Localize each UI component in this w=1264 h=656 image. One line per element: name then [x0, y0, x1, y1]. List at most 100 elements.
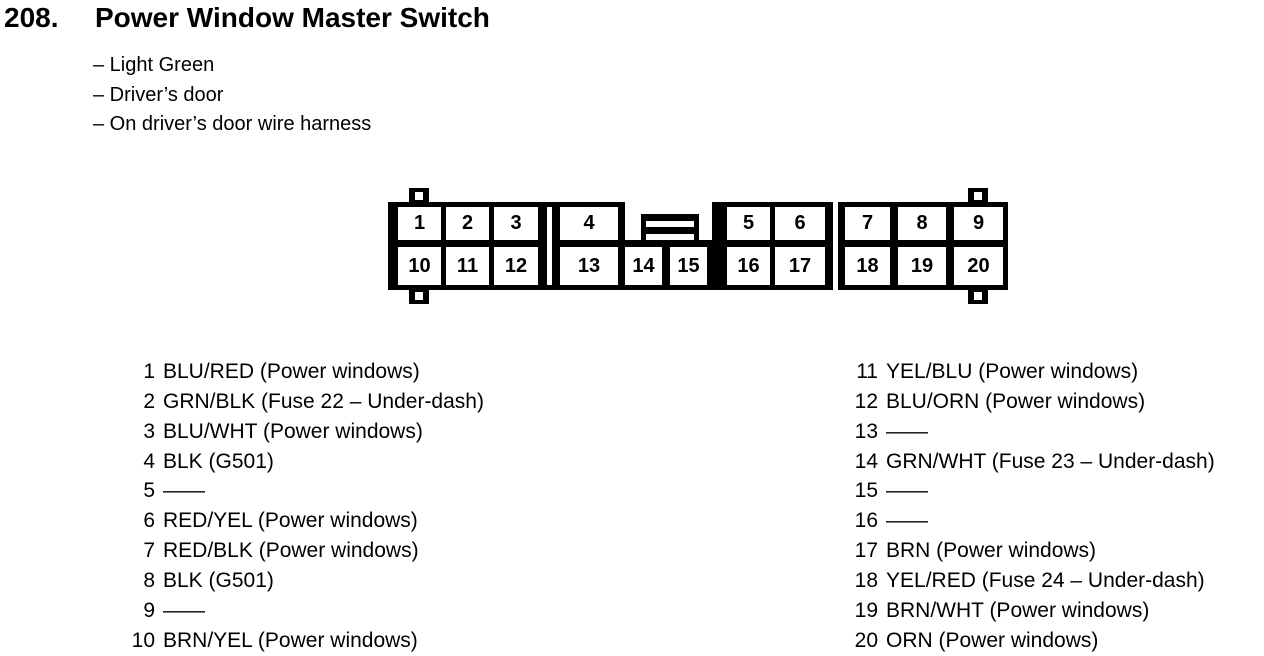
pin-number: 6 — [143, 509, 155, 533]
pin-number: 1 — [143, 360, 155, 383]
pin-label: —— — [163, 479, 205, 503]
pin-label: BLK (G501) — [163, 568, 274, 592]
pin-number: 5 — [143, 479, 155, 503]
pin-number: 7 — [143, 539, 155, 563]
pin-cavity-11: 11 — [446, 247, 489, 285]
pin-label: BLK (G501) — [163, 449, 274, 473]
pin-row: 20 ORN (Power windows) — [852, 626, 1215, 656]
pin-row: 12 BLU/ORN (Power windows) — [852, 387, 1215, 417]
pin-row: 13 —— — [852, 417, 1215, 447]
pin-row: 15 —— — [852, 476, 1215, 506]
latch-slot — [646, 221, 694, 227]
pin-row: 19 BRN/WHT (Power windows) — [852, 596, 1215, 626]
note-item: – Light Green — [93, 54, 215, 76]
pin-label: YEL/RED (Fuse 24 – Under-dash) — [886, 568, 1205, 592]
pin-number: 13 — [854, 419, 878, 443]
pin-row: 17 BRN (Power windows) — [852, 536, 1215, 566]
pin-row: 7 RED/BLK (Power windows) — [129, 536, 484, 566]
pin-label: ORN (Power windows) — [886, 628, 1099, 652]
title-text: Power Window Master Switch — [95, 2, 490, 33]
pin-row: 8 BLK (G501) — [129, 566, 484, 596]
note-item: – On driver’s door wire harness — [93, 113, 372, 135]
pin-cavity-17: 17 — [775, 247, 825, 285]
pin-cavity-7: 7 — [845, 207, 890, 240]
pin-cavity-8: 8 — [898, 207, 946, 240]
pin-number: 16 — [854, 509, 878, 533]
pin-label: RED/YEL (Power windows) — [163, 509, 418, 533]
pin-row: 9 —— — [129, 596, 484, 626]
pin-label: GRN/BLK (Fuse 22 – Under-dash) — [163, 389, 484, 413]
pin-label: BRN/YEL (Power windows) — [163, 628, 418, 652]
mounting-tab-bottom-right — [968, 289, 988, 304]
pin-cavity-15: 15 — [670, 247, 707, 285]
pin-number: 15 — [854, 479, 878, 503]
tab-hole — [974, 292, 982, 300]
pin-row: 3 BLU/WHT (Power windows) — [129, 417, 484, 447]
pin-cavity-4: 4 — [560, 207, 618, 240]
pin-number: 8 — [143, 568, 155, 592]
pin-number: 3 — [143, 419, 155, 443]
latch-slot — [646, 234, 694, 240]
pin-row: 10 BRN/YEL (Power windows) — [129, 626, 484, 656]
pin-cavity-9: 9 — [954, 207, 1003, 240]
tab-hole — [415, 192, 423, 200]
mounting-tab-bottom-left — [409, 289, 429, 304]
pin-label: BLU/WHT (Power windows) — [163, 419, 423, 443]
pin-number: 20 — [854, 628, 878, 652]
pin-cavity-10: 10 — [398, 247, 441, 285]
pin-row: 2 GRN/BLK (Fuse 22 – Under-dash) — [129, 387, 484, 417]
connector-diagram: 1 2 3 4 5 6 7 8 9 10 11 12 13 14 15 16 1… — [388, 188, 1008, 304]
pin-label: —— — [886, 509, 928, 533]
pin-cavity-12: 12 — [494, 247, 538, 285]
pin-cavity-20: 20 — [954, 247, 1003, 285]
pin-cavity-2: 2 — [446, 207, 489, 240]
pin-label: GRN/WHT (Fuse 23 – Under-dash) — [886, 449, 1215, 473]
pin-cavity-6: 6 — [775, 207, 825, 240]
note-item: – Driver’s door — [93, 83, 224, 106]
pin-label: BRN (Power windows) — [886, 539, 1097, 563]
pin-number: 10 — [131, 628, 155, 652]
connector-latch — [641, 214, 699, 247]
pin-row: 1 BLU/RED (Power windows) — [129, 357, 484, 387]
pin-number: 19 — [854, 598, 878, 622]
notes-list: – Light Green – Driver’s door – On drive… — [93, 51, 371, 140]
tab-hole — [974, 192, 982, 200]
pin-list-left: 1 BLU/RED (Power windows) 2 GRN/BLK (Fuse … — [129, 357, 484, 655]
pin-cavity-1: 1 — [398, 207, 441, 240]
divider-gap-left — [547, 207, 552, 285]
pin-label: BRN/WHT (Power windows) — [886, 598, 1150, 622]
mounting-tab-top-left — [409, 188, 429, 203]
pin-number: 14 — [854, 449, 878, 473]
pin-cavity-19: 19 — [898, 247, 946, 285]
pin-row: 6 RED/YEL (Power windows) — [129, 506, 484, 536]
pin-cavity-16: 16 — [727, 247, 770, 285]
pin-number: 9 — [143, 598, 155, 622]
divider-gap-right — [833, 207, 838, 285]
pin-label: BLU/RED (Power windows) — [163, 360, 420, 383]
mounting-tab-top-right — [968, 188, 988, 203]
pin-cavity-5: 5 — [727, 207, 770, 240]
pin-cavity-14: 14 — [625, 247, 662, 285]
pin-label: —— — [163, 598, 205, 622]
pin-number: 4 — [143, 449, 155, 473]
pin-row: 5 —— — [129, 476, 484, 506]
tab-hole — [415, 292, 423, 300]
pin-cavity-3: 3 — [494, 207, 538, 240]
pin-label: —— — [886, 419, 928, 443]
pin-label: —— — [886, 479, 928, 503]
page-title: 208. Power Window Master Switch — [4, 2, 490, 34]
pin-row: 4 BLK (G501) — [129, 447, 484, 477]
pin-label: RED/BLK (Power windows) — [163, 539, 419, 563]
section-number: 208. — [4, 2, 59, 33]
pin-number: 2 — [143, 389, 155, 413]
pin-row: 14 GRN/WHT (Fuse 23 – Under-dash) — [852, 447, 1215, 477]
pin-label: BLU/ORN (Power windows) — [886, 389, 1146, 413]
pin-number: 17 — [854, 539, 878, 563]
pin-number: 12 — [854, 389, 878, 413]
pin-cavity-13: 13 — [560, 247, 618, 285]
pin-row: 18 YEL/RED (Fuse 24 – Under-dash) — [852, 566, 1215, 596]
pin-cavity-18: 18 — [845, 247, 890, 285]
pin-number: 18 — [854, 568, 878, 592]
